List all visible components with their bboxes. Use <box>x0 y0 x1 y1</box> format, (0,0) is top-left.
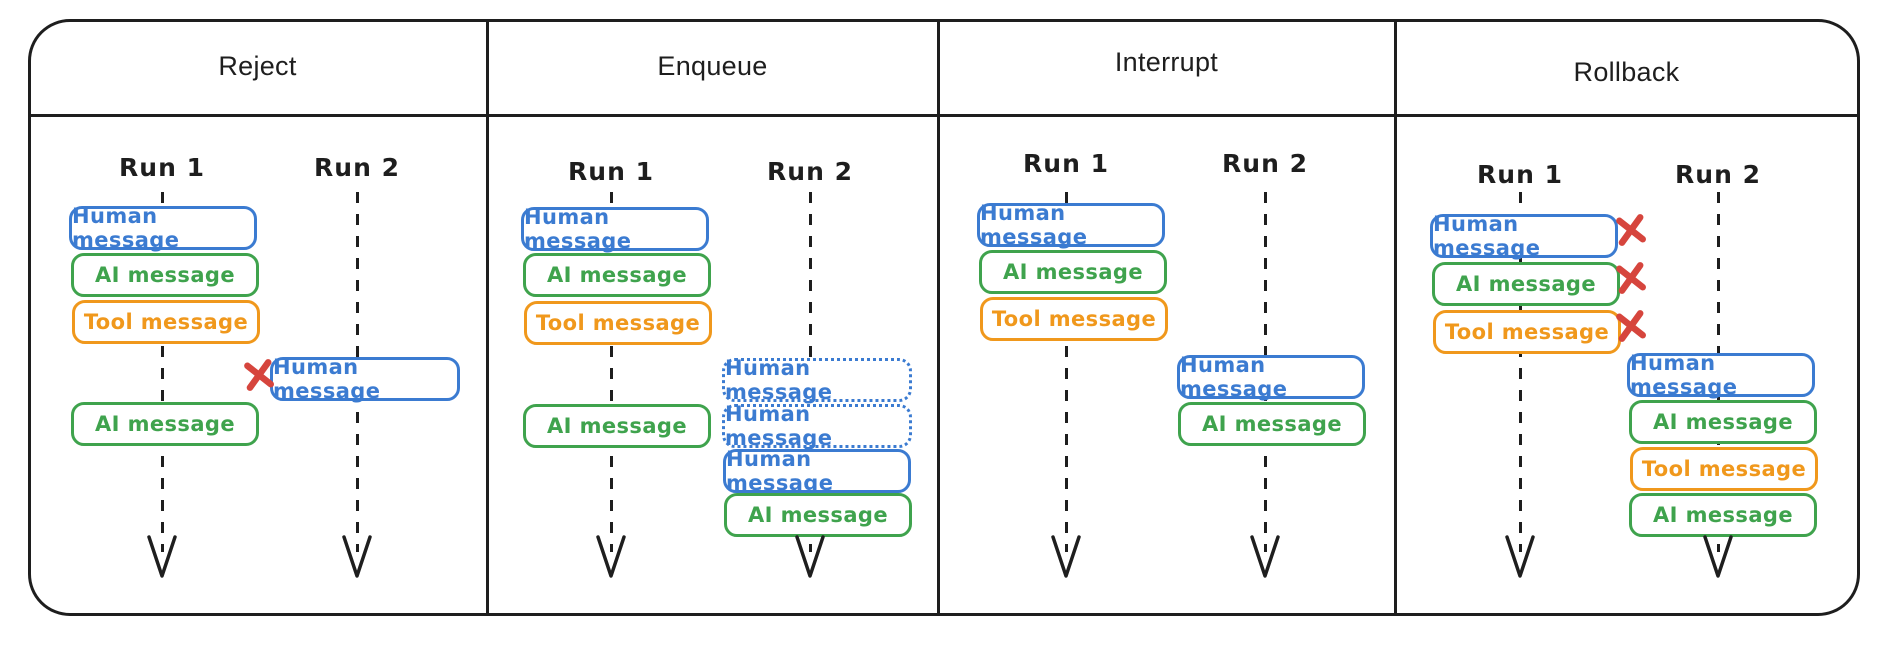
run-label: Run 1 <box>1023 149 1109 178</box>
tool-message-label: Tool message <box>1641 457 1807 481</box>
human-message-box: Human message <box>977 201 1165 249</box>
human-message-label: Human message <box>726 447 834 495</box>
panel-title-rollback: Rollback <box>1573 57 1680 87</box>
run-timeline-dashed-line <box>1519 192 1522 552</box>
human-message-label: Human message <box>980 201 1088 249</box>
run-label: Run 2 <box>1222 149 1308 178</box>
ai-message-label: AI message <box>748 503 888 527</box>
ai-message-box: AI message <box>71 402 259 446</box>
human-message-box: Human message <box>723 447 911 495</box>
human-message-box: Human message <box>1177 353 1365 401</box>
tool-message-label: Tool message <box>535 311 701 335</box>
ai-message-label: AI message <box>547 263 687 287</box>
tool-message-label: Tool message <box>1444 320 1610 344</box>
run-timeline-dashed-line <box>1065 192 1068 552</box>
arrow-down-icon <box>792 532 828 580</box>
ai-message-box: AI message <box>523 253 711 297</box>
human-message-box: Human message <box>1627 351 1815 399</box>
run-label: Run 1 <box>1477 160 1563 189</box>
ai-message-box: AI message <box>1432 262 1620 306</box>
human-message-label: Human message <box>1630 351 1738 399</box>
arrow-down-icon <box>1502 532 1538 580</box>
ai-message-box: AI message <box>1629 400 1817 444</box>
ai-message-box: AI message <box>523 404 711 448</box>
ai-message-label: AI message <box>1653 503 1793 527</box>
ai-message-label: AI message <box>95 412 235 436</box>
arrow-down-icon <box>144 532 180 580</box>
ai-message-box: AI message <box>724 493 912 537</box>
human-message-label: Human message <box>72 204 180 252</box>
human-message-box: Human message <box>69 204 257 252</box>
run-label: Run 1 <box>119 153 205 182</box>
human-message-box: Human message <box>722 402 912 450</box>
ai-message-label: AI message <box>1202 412 1342 436</box>
x-mark-icon <box>240 355 278 393</box>
human-message-label: Human message <box>524 205 632 253</box>
diagram-frame <box>28 19 1860 616</box>
tool-message-label: Tool message <box>991 307 1157 331</box>
header-divider-line <box>28 114 1860 117</box>
human-message-box: Human message <box>1430 212 1618 260</box>
human-message-label: Human message <box>1180 353 1288 401</box>
arrow-down-icon <box>339 532 375 580</box>
run-label: Run 2 <box>314 153 400 182</box>
arrow-down-icon <box>1700 532 1736 580</box>
ai-message-box: AI message <box>1629 493 1817 537</box>
human-message-box: Human message <box>521 205 709 253</box>
human-message-label: Human message <box>273 355 381 403</box>
ai-message-box: AI message <box>71 253 259 297</box>
run-label: Run 2 <box>767 157 853 186</box>
human-message-box: Human message <box>270 355 460 403</box>
panel-divider-line <box>937 19 940 616</box>
tool-message-box: Tool message <box>524 301 712 345</box>
tool-message-box: Tool message <box>72 300 260 344</box>
panel-title-interrupt: Interrupt <box>1114 47 1219 77</box>
tool-message-box: Tool message <box>1630 447 1818 491</box>
run-timeline-dashed-line <box>161 192 164 552</box>
panel-title-enqueue: Enqueue <box>657 51 768 81</box>
ai-message-label: AI message <box>1456 272 1596 296</box>
tool-message-box: Tool message <box>1433 310 1621 354</box>
human-message-label: Human message <box>725 402 833 450</box>
x-mark-icon <box>1612 210 1650 248</box>
arrow-down-icon <box>1247 532 1283 580</box>
run-label: Run 1 <box>568 157 654 186</box>
ai-message-box: AI message <box>1178 402 1366 446</box>
ai-message-label: AI message <box>95 263 235 287</box>
tool-message-box: Tool message <box>980 297 1168 341</box>
run-timeline-dashed-line <box>610 192 613 552</box>
panel-title-reject: Reject <box>218 51 297 81</box>
human-message-label: Human message <box>1433 212 1541 260</box>
tool-message-label: Tool message <box>83 310 249 334</box>
x-mark-icon <box>1612 306 1650 344</box>
run-label: Run 2 <box>1675 160 1761 189</box>
ai-message-label: AI message <box>1653 410 1793 434</box>
arrow-down-icon <box>1048 532 1084 580</box>
arrow-down-icon <box>593 532 629 580</box>
ai-message-label: AI message <box>1003 260 1143 284</box>
panel-divider-line <box>486 19 489 616</box>
ai-message-box: AI message <box>979 250 1167 294</box>
human-message-label: Human message <box>725 356 833 404</box>
panel-divider-line <box>1394 19 1397 616</box>
ai-message-label: AI message <box>547 414 687 438</box>
human-message-box: Human message <box>722 356 912 404</box>
x-mark-icon <box>1612 258 1650 296</box>
